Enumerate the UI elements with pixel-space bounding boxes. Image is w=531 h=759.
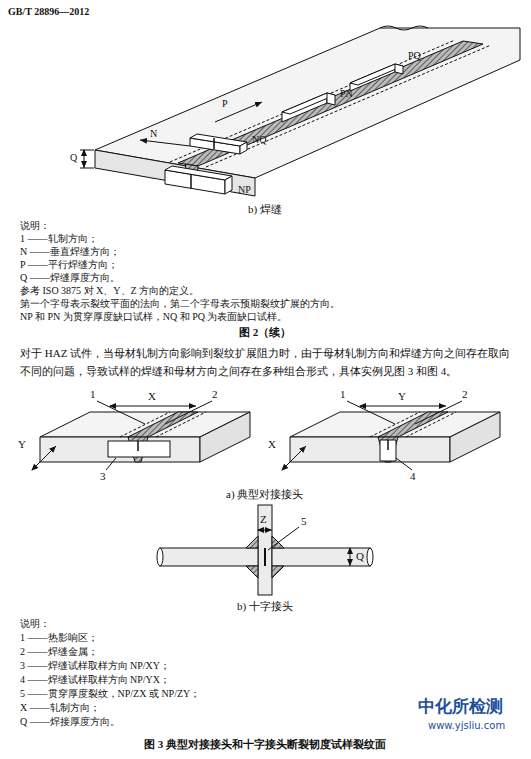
- label-text: 第一个字母表示裂纹平面的法向，第二个字母表示预期裂纹扩展的方向。: [20, 298, 340, 310]
- label-text: PN: [340, 88, 353, 100]
- callout-number: 4: [410, 470, 416, 483]
- label-text: NP 和 PN 为贯穿厚度缺口试样，NQ 和 PQ 为表面缺口试样。: [20, 311, 287, 323]
- label-text: 参考 ISO 3875 对 X、Y、Z 方向的定义。: [20, 285, 199, 297]
- callout-number: X: [148, 390, 156, 403]
- watermark: 中化所检测: [418, 696, 503, 716]
- label-text: 图 2（续）: [239, 326, 291, 339]
- label-text: 5 ——贯穿厚度裂纹，NP/ZX 或 NP/ZY；: [20, 688, 200, 700]
- label-text: NP: [238, 184, 251, 196]
- label-text: 说明：: [20, 618, 50, 630]
- callout-number: 1: [90, 388, 96, 401]
- label-text: b) 焊缝: [248, 203, 282, 216]
- label-text: b) 十字接头: [237, 600, 293, 613]
- callout-number: 1: [340, 388, 346, 401]
- label-text: P ——平行焊缝方向；: [20, 259, 118, 271]
- label-text: Q ——焊接厚度方向。: [20, 716, 120, 728]
- figure-caption: 图 3 典型对接接头和十字接头断裂韧度试样裂纹面: [144, 738, 386, 751]
- body-paragraph: 对于 HAZ 试件，当母材轧制方向影响到裂纹扩展阻力时，由于母材轧制方向和焊缝方…: [20, 344, 515, 380]
- callout-number: Q: [356, 550, 364, 563]
- label-text: 1 ——热影响区；: [20, 632, 98, 644]
- label-text: X ——轧制方向；: [20, 702, 100, 714]
- callout-number: X: [268, 438, 276, 451]
- callout-number: 2: [212, 388, 218, 401]
- label-text: 4 ——焊缝试样取样方向 NP/YX；: [20, 674, 170, 686]
- label-text: N: [150, 128, 157, 140]
- callout-number: 3: [100, 470, 106, 483]
- label-text: PQ: [408, 50, 421, 62]
- label-text: Q: [70, 152, 77, 164]
- page-header: GB/T 28896—2012: [8, 6, 89, 18]
- callout-number: Y: [18, 438, 26, 451]
- label-text: 2 ——焊缝金属；: [20, 646, 98, 658]
- label-text: Q ——焊缝厚度方向。: [20, 272, 120, 284]
- callout-number: 2: [462, 388, 468, 401]
- label-text: NQ: [252, 134, 266, 146]
- label-text: N ——垂直焊缝方向；: [20, 246, 120, 258]
- label-text: 说明：: [20, 220, 50, 232]
- label-text: 3 ——焊缝试样取样方向 NP/XY；: [20, 660, 170, 672]
- label-text: a) 典型对接接头: [226, 488, 303, 501]
- callout-number: 5: [301, 515, 307, 528]
- callout-number: Z: [260, 513, 267, 526]
- label-text: P: [222, 98, 228, 110]
- watermark: www.yjsliu.com: [428, 720, 505, 732]
- label-text: 1 ——轧制方向；: [20, 233, 98, 245]
- callout-number: Y: [398, 390, 406, 403]
